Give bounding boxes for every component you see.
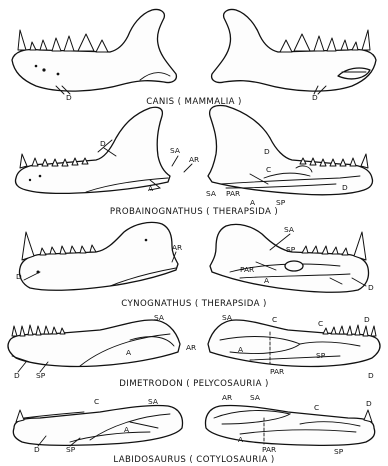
- label-angular-probainognathus-lateral: A: [148, 184, 153, 193]
- label-dentary-cynognathus-lateral: D: [16, 272, 22, 281]
- label-surangular-labidosaurus-medial: SA: [250, 393, 260, 402]
- label-prearticular-labidosaurus: PAR: [262, 445, 276, 454]
- label-dentary-dimetrodon-lateral: D: [14, 371, 20, 380]
- cynognathus-jaw-lateral: [19, 222, 178, 290]
- label-articular-cynognathus: AR: [172, 243, 182, 252]
- label-dentary-canis-lateral: D: [66, 93, 72, 102]
- label-surangular-labidosaurus-lateral: SA: [148, 397, 158, 406]
- label-angular-cynognathus: A: [264, 276, 269, 285]
- label-dentary-dimetrodon-medial-2: D: [368, 371, 374, 380]
- label-angular-dimetrodon-medial: A: [238, 345, 243, 354]
- label-surangular-dimetrodon-lateral: SA: [154, 313, 164, 322]
- caption-labidosaurus: LABIDOSAURUS ( COTYLOSAURIA ): [113, 455, 274, 465]
- label-dentary-labidosaurus-medial: D: [366, 399, 372, 408]
- label-dentary-canis-medial: D: [312, 93, 318, 102]
- label-surangular-dimetrodon-medial: SA: [222, 313, 232, 322]
- label-prearticular-dimetrodon: PAR: [270, 367, 284, 376]
- label-articular-dimetrodon: AR: [186, 343, 196, 352]
- label-articular-probainognathus: AR: [189, 155, 199, 164]
- label-coronoid-labidosaurus-lateral: C: [94, 397, 99, 406]
- label-splenial-labidosaurus-medial: SP: [334, 447, 344, 456]
- label-coronoid-dimetrodon-1: C: [272, 315, 277, 324]
- label-dentary-cynognathus-medial: D: [368, 283, 374, 292]
- caption-probainognathus: PROBAINOGNATHUS ( THERAPSIDA ): [110, 207, 278, 217]
- label-dentary-labidosaurus-lateral: D: [34, 445, 40, 454]
- labidosaurus-jaw-medial: [206, 405, 375, 445]
- caption-cynognathus: CYNOGNATHUS ( THERAPSIDA ): [121, 299, 267, 309]
- probainognathus-jaw-lateral: [15, 107, 170, 193]
- label-splenial-dimetrodon-medial: SP: [316, 351, 326, 360]
- label-splenial-cynognathus: SP: [286, 245, 296, 254]
- label-splenial-labidosaurus-lateral: SP: [66, 445, 76, 454]
- label-prearticular-cynognathus: PAR: [240, 265, 254, 274]
- label-splenial-dimetrodon-lateral: SP: [36, 371, 46, 380]
- label-dentary-probainognathus: D: [100, 139, 106, 148]
- label-dentary-dimetrodon-medial: D: [364, 315, 370, 324]
- label-dentary-probainognathus-medial: D: [264, 147, 270, 156]
- label-coronoid-dimetrodon-2: C: [318, 319, 323, 328]
- label-prearticular-probainognathus: PAR: [226, 189, 240, 198]
- caption-canis: CANIS ( MAMMALIA ): [146, 97, 242, 107]
- label-angular-dimetrodon-lateral: A: [126, 348, 131, 357]
- label-coronoid-probainognathus: C: [266, 165, 271, 174]
- label-coronoid-labidosaurus-medial: C: [314, 403, 319, 412]
- label-angular-labidosaurus-lateral: A: [124, 425, 129, 434]
- label-angular-labidosaurus-medial: A: [238, 435, 243, 444]
- canis-jaw-medial: [212, 9, 376, 94]
- label-angular-probainognathus-medial: A: [250, 198, 255, 207]
- label-surangular-cynognathus: SA: [284, 225, 294, 234]
- label-articular-labidosaurus: AR: [222, 393, 232, 402]
- dimetrodon-jaw-lateral: [8, 320, 180, 367]
- label-surangular-probainognathus: SA: [170, 146, 180, 155]
- caption-dimetrodon: DIMETRODON ( PELYCOSAURIA ): [119, 379, 268, 389]
- canis-jaw-lateral: [12, 9, 176, 94]
- labidosaurus-jaw-lateral: [13, 405, 182, 445]
- dimetrodon-jaw-medial: [208, 320, 380, 367]
- label-dentary-probainognathus-medial-2: D: [342, 183, 348, 192]
- label-surangular-probainognathus-medial: SA: [206, 189, 216, 198]
- label-splenial-probainognathus: SP: [276, 198, 286, 207]
- probainognathus-jaw-medial: [208, 105, 373, 194]
